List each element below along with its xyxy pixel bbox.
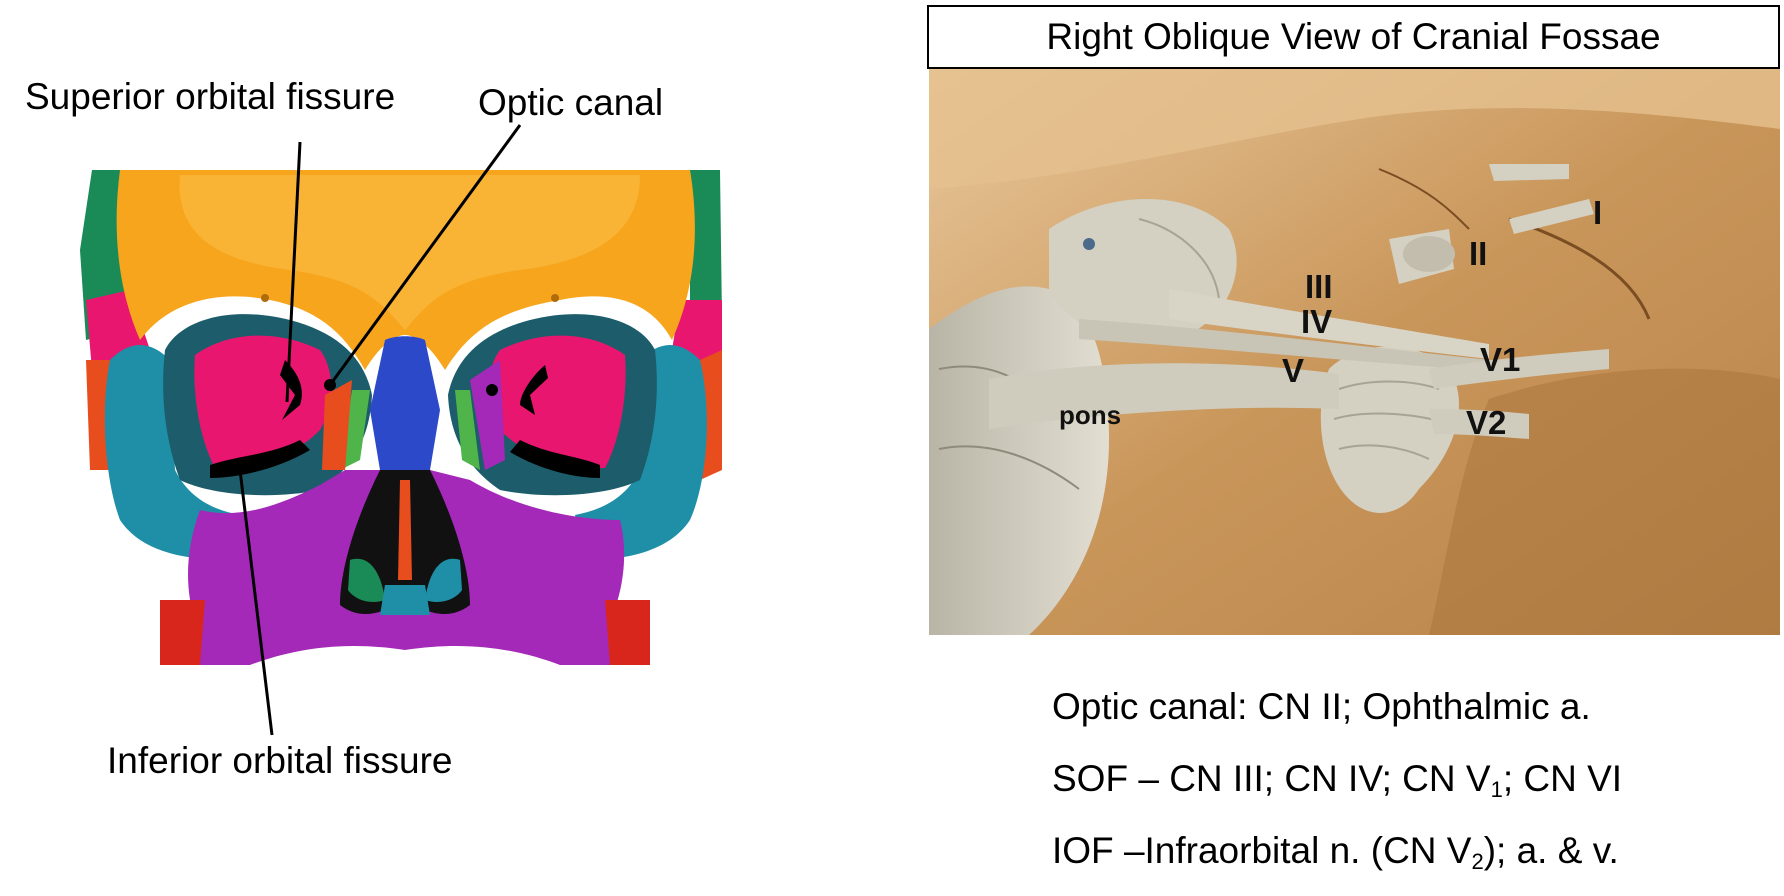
inferior-orbital-fissure-left — [210, 440, 310, 478]
label-nerve-i: I — [1593, 194, 1603, 231]
lacrimal-right — [455, 390, 480, 470]
label-nerve-v: V — [1282, 352, 1305, 389]
nasal-septum — [398, 480, 412, 580]
leader-inferior-orbital-fissure — [238, 469, 274, 736]
label-nerve-v1: V1 — [1480, 341, 1521, 378]
superior-orbital-fissure-right — [520, 365, 548, 415]
figure-title: Right Oblique View of Cranial Fossae — [927, 5, 1780, 69]
label-nerve-v2: V2 — [1466, 404, 1507, 441]
frontal-highlight — [179, 175, 640, 330]
label-pons: pons — [1059, 400, 1122, 430]
caption-sof: SOF – CN III; CN IV; CN V1; CN VI — [1052, 758, 1623, 802]
sphenoid-orbit-right — [488, 335, 626, 469]
trigeminal-ganglion — [1320, 346, 1459, 513]
ethmoid-left — [322, 380, 352, 470]
inferior-concha-right — [425, 558, 462, 602]
nerve-iv — [1079, 319, 1529, 374]
caption-iof: IOF –Infraorbital n. (CN V2); a. & v. — [1052, 830, 1619, 874]
skull-anterior-illustration — [80, 124, 722, 736]
label-nerve-ii: II — [1469, 235, 1488, 272]
vomer — [380, 585, 430, 615]
supraorbital-notch-right — [551, 294, 559, 302]
nerve-iii — [1169, 289, 1489, 359]
olfactory-tract — [1489, 164, 1569, 181]
label-inferior-orbital-fissure: Inferior orbital fissure — [107, 740, 453, 781]
mandible-ramus-left — [160, 600, 205, 665]
label-nerve-iv: IV — [1301, 303, 1333, 340]
label-optic-canal: Optic canal — [478, 82, 664, 123]
leader-optic-canal — [328, 124, 522, 386]
supraorbital-notch-left — [261, 294, 269, 302]
nerve-v1 — [1429, 349, 1609, 389]
superior-orbital-fissure-left — [280, 360, 302, 420]
inferior-concha-left — [348, 558, 385, 602]
sphenoid-orbit-left — [194, 335, 332, 469]
parietal-bone-right — [690, 170, 722, 330]
nerve-v-trunk — [989, 363, 1339, 429]
cranial-fossae-illustration: I II III IV V V1 V2 pons — [929, 69, 1780, 635]
label-superior-orbital-fissure: Superior orbital fissure — [25, 76, 396, 117]
lacrimal-left — [340, 390, 370, 470]
temporal-left — [86, 360, 112, 470]
nerve-v2 — [1429, 409, 1529, 439]
leader-superior-orbital-fissure — [285, 141, 302, 403]
nasal-bone — [370, 336, 440, 470]
inferior-orbital-fissure-right — [510, 440, 600, 478]
mandible-ramus-right — [605, 600, 650, 665]
optic-canal-right — [486, 384, 498, 396]
caption-optic-canal: Optic canal: CN II; Ophthalmic a. — [1052, 686, 1591, 727]
label-nerve-iii: III — [1305, 268, 1333, 305]
